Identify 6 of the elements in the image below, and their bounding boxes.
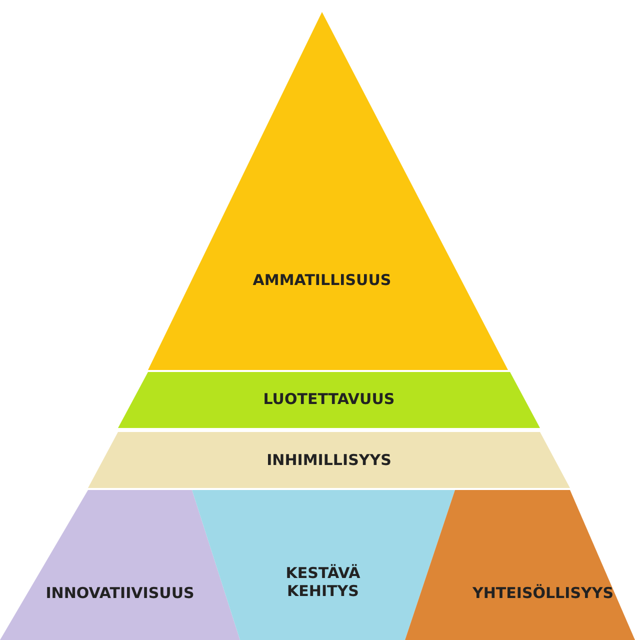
level-label: KESTÄVÄ KEHITYS (284, 564, 362, 600)
level-label: YHTEISÖLLISYYS (471, 584, 615, 602)
level-label: LUOTETTAVUUS (262, 390, 396, 408)
level-label: AMMATILLISUUS (252, 271, 392, 289)
level-label: INHIMILLISYYS (266, 451, 392, 469)
level-label: INNOVATIIVISUUS (44, 584, 196, 602)
